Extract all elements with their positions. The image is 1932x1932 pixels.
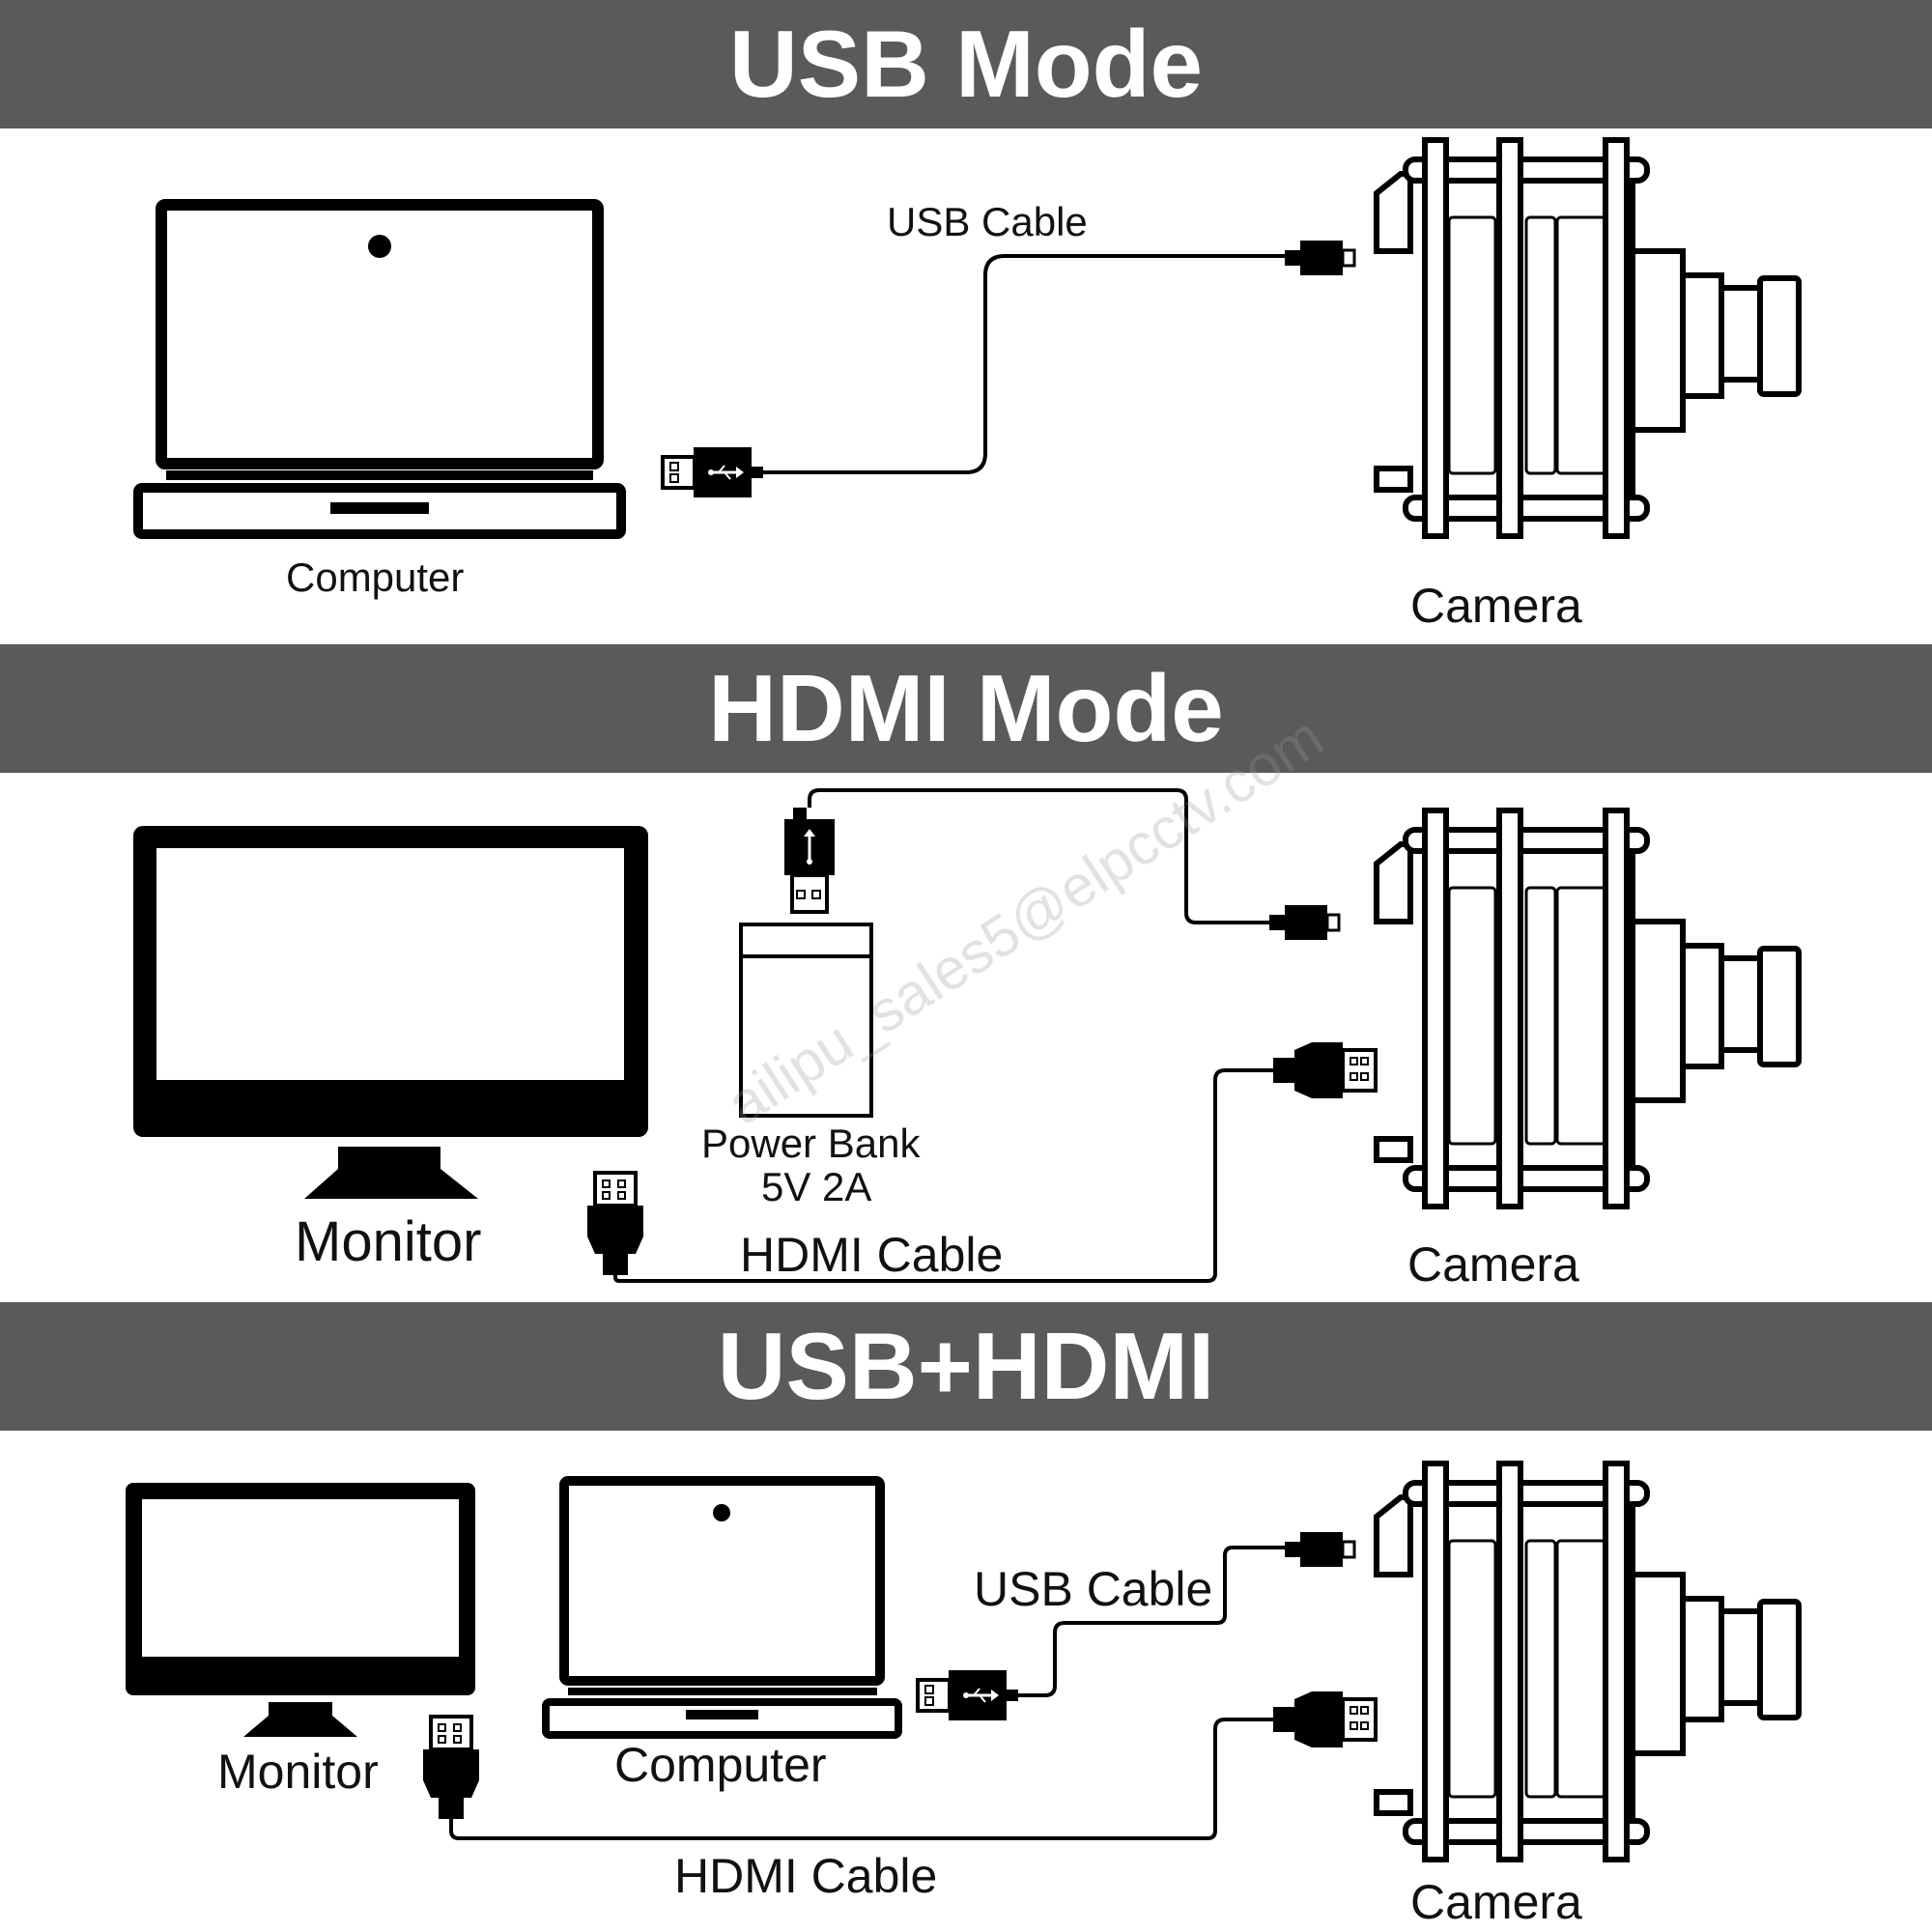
label-camera: Camera (1410, 1875, 1582, 1929)
label-computer: Computer (614, 1738, 827, 1792)
label-power-bank: Power Bank (701, 1121, 921, 1166)
usb-power-cable (808, 788, 1269, 924)
section-title-hdmi-mode: HDMI Mode (0, 644, 1932, 773)
hdmi-plug-icon (421, 1715, 481, 1821)
micro-usb-plug-icon (1283, 239, 1356, 277)
hdmi-plug-icon (1271, 1690, 1378, 1749)
label-computer: Computer (286, 554, 465, 600)
label-power-bank-spec: 5V 2A (761, 1164, 872, 1209)
hdmi-cable (613, 1068, 1273, 1283)
micro-usb-plug-icon (1267, 903, 1341, 942)
usb-a-plug-icon (784, 808, 835, 914)
section-title-usb-mode: USB Mode (0, 0, 1932, 128)
usb-a-plug-icon (916, 1668, 1020, 1722)
camera-board-icon (1377, 1463, 1799, 1860)
camera-board-icon (1377, 140, 1799, 536)
monitor-icon (126, 1483, 475, 1737)
hdmi-cable (449, 1718, 1273, 1840)
label-camera: Camera (1407, 1237, 1579, 1292)
label-usb-cable: USB Cable (974, 1562, 1213, 1616)
section-title-usb-hdmi: USB+HDMI (0, 1302, 1932, 1431)
label-usb-cable: USB Cable (887, 199, 1088, 244)
usb-a-plug-icon (661, 445, 765, 499)
laptop-icon (542, 1476, 902, 1739)
label-hdmi-cable: HDMI Cable (740, 1228, 1004, 1282)
micro-usb-plug-icon (1283, 1530, 1356, 1569)
label-monitor: Monitor (217, 1745, 379, 1799)
hdmi-plug-icon (585, 1171, 645, 1277)
label-monitor: Monitor (295, 1210, 482, 1273)
laptop-icon (138, 205, 621, 534)
usb-cable (763, 254, 1285, 474)
usb-cable (1018, 1546, 1298, 1697)
hdmi-plug-icon (1271, 1040, 1378, 1100)
camera-board-icon (1377, 810, 1799, 1207)
label-camera: Camera (1410, 579, 1582, 633)
label-hdmi-cable: HDMI Cable (674, 1849, 938, 1903)
power-bank-icon (739, 923, 873, 1118)
monitor-icon (133, 826, 648, 1199)
